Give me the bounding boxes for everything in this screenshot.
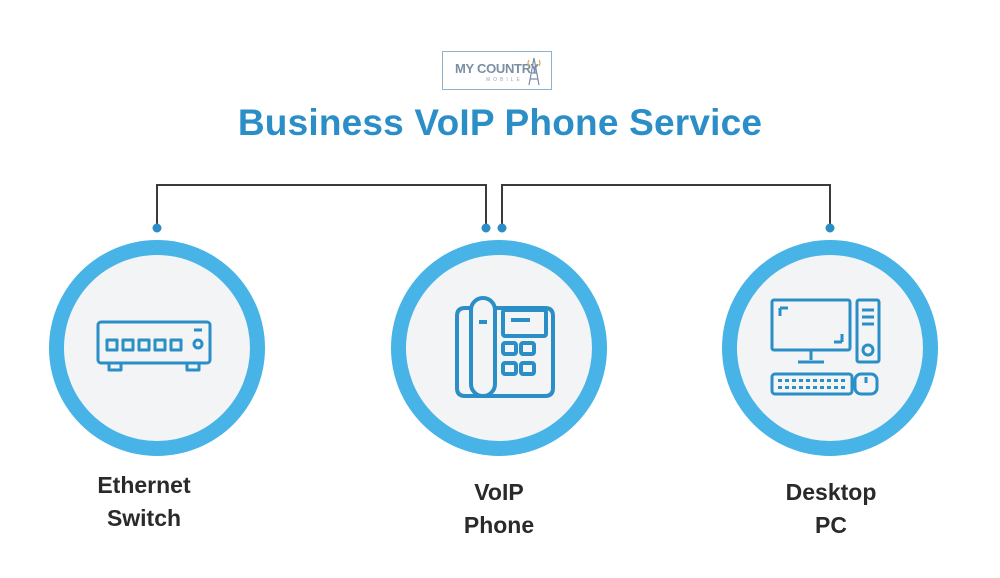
node-disc [64, 255, 250, 441]
connector-dot [152, 223, 162, 233]
connector-dot [497, 223, 507, 233]
node-label-ethernet-switch: Ethernet Switch [44, 469, 244, 535]
node-disc [406, 255, 592, 441]
connector-left [156, 184, 487, 228]
desktop-computer-icon [770, 298, 881, 396]
node-disc [737, 255, 923, 441]
label-line: Phone [463, 512, 535, 538]
connector-right [501, 184, 831, 228]
brand-logo: MY COUNTRY MOBILE [442, 51, 552, 90]
ethernet-switch-icon [96, 320, 212, 372]
page-title: Business VoIP Phone Service [237, 102, 763, 143]
connector-dot [825, 223, 835, 233]
logo-subtext: MOBILE [486, 77, 523, 83]
label-line: Desktop [785, 479, 877, 505]
logo-text: MY COUNTRY [455, 61, 539, 76]
connector-dot [481, 223, 491, 233]
label-line: Switch [106, 505, 182, 531]
node-label-voip-phone: VoIP Phone [399, 476, 599, 542]
desk-phone-icon [455, 296, 555, 398]
node-voip-phone [391, 240, 607, 456]
tower-icon [527, 57, 541, 86]
node-ethernet-switch [49, 240, 265, 456]
label-line: VoIP [474, 479, 524, 505]
node-desktop-pc [722, 240, 938, 456]
label-line: Ethernet [97, 472, 191, 498]
node-label-desktop-pc: Desktop PC [731, 476, 931, 542]
label-line: PC [815, 512, 847, 538]
